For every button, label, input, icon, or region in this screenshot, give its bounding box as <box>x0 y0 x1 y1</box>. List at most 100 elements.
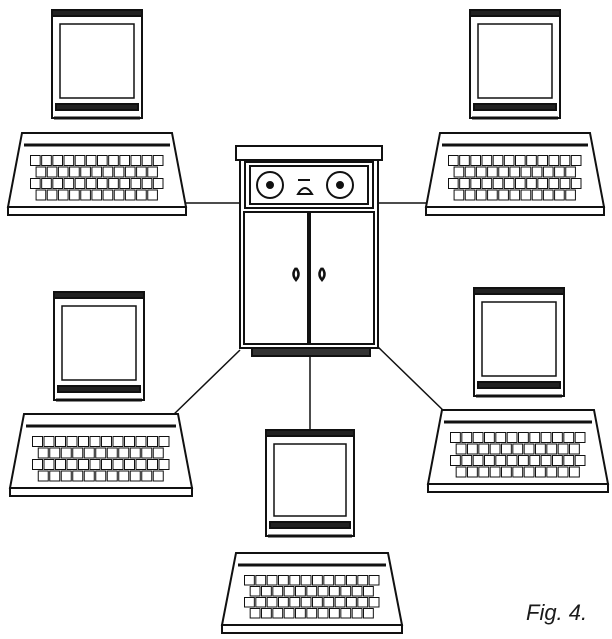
key <box>273 587 283 597</box>
key <box>102 460 112 470</box>
key <box>558 467 568 477</box>
key <box>485 433 495 443</box>
key <box>575 433 585 443</box>
key <box>262 587 272 597</box>
monitor-screen <box>60 24 134 98</box>
key <box>468 467 478 477</box>
key <box>137 190 147 200</box>
key <box>313 576 323 586</box>
key <box>558 444 568 454</box>
key <box>98 156 108 166</box>
key <box>159 460 169 470</box>
key <box>490 444 500 454</box>
key <box>496 433 506 443</box>
key <box>488 190 498 200</box>
key <box>493 156 503 166</box>
key <box>532 190 542 200</box>
key <box>84 471 94 481</box>
monitor <box>470 10 560 118</box>
key <box>479 467 489 477</box>
key <box>107 448 117 458</box>
key <box>130 471 140 481</box>
key <box>555 190 565 200</box>
key <box>460 179 470 189</box>
key <box>142 448 152 458</box>
key <box>549 156 559 166</box>
keyboard <box>426 133 604 215</box>
key <box>290 576 300 586</box>
key <box>476 167 486 177</box>
key <box>488 167 498 177</box>
key <box>318 609 328 619</box>
key <box>451 456 461 466</box>
key <box>510 190 520 200</box>
keyboard <box>8 133 186 215</box>
monitor-screen <box>62 306 136 380</box>
key <box>73 471 83 481</box>
key <box>468 444 478 454</box>
key <box>136 460 146 470</box>
key <box>530 433 540 443</box>
key <box>148 437 158 447</box>
key <box>31 156 41 166</box>
key <box>103 190 113 200</box>
key <box>125 167 135 177</box>
key <box>510 167 520 177</box>
key <box>153 156 163 166</box>
terminal-top-left <box>8 10 186 215</box>
key <box>148 190 158 200</box>
key <box>521 190 531 200</box>
key <box>296 587 306 597</box>
key <box>70 167 80 177</box>
key <box>256 576 266 586</box>
key <box>58 190 68 200</box>
key <box>50 448 60 458</box>
key <box>330 587 340 597</box>
key <box>473 433 483 443</box>
key <box>330 609 340 619</box>
key <box>113 460 123 470</box>
key <box>67 460 77 470</box>
key <box>566 167 576 177</box>
key <box>245 598 255 608</box>
key <box>307 609 317 619</box>
key <box>125 190 135 200</box>
terminal-mid-right <box>428 288 608 492</box>
key <box>499 167 509 177</box>
key <box>262 609 272 619</box>
key <box>536 444 546 454</box>
key <box>42 156 52 166</box>
door-handle-left <box>294 268 299 280</box>
key <box>130 448 140 458</box>
key <box>482 179 492 189</box>
key <box>103 167 113 177</box>
key <box>485 456 495 466</box>
key <box>47 167 57 177</box>
key <box>86 156 96 166</box>
key <box>109 179 119 189</box>
key <box>102 437 112 447</box>
monitor-screen <box>482 302 556 376</box>
key <box>364 587 374 597</box>
key <box>471 156 481 166</box>
key <box>109 156 119 166</box>
key <box>541 456 551 466</box>
key <box>547 444 557 454</box>
key <box>153 471 163 481</box>
monitor <box>266 430 354 536</box>
key <box>555 167 565 177</box>
key <box>38 448 48 458</box>
key <box>549 179 559 189</box>
key <box>564 433 574 443</box>
key <box>524 467 534 477</box>
key <box>50 471 60 481</box>
key <box>53 156 63 166</box>
key <box>114 190 124 200</box>
key <box>38 471 48 481</box>
key <box>36 167 46 177</box>
key <box>86 179 96 189</box>
key <box>507 433 517 443</box>
link-mid-right <box>376 345 448 415</box>
key <box>451 433 461 443</box>
keyboard <box>222 553 402 633</box>
